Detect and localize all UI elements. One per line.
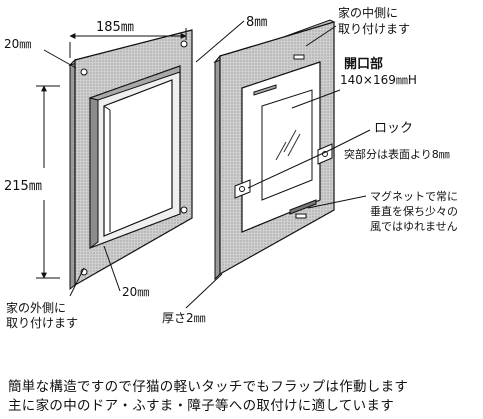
opening-size: 140×169㎜H [340,73,417,87]
magnet-line3: 風ではゆれません [370,220,458,233]
caption-line1: 簡単な構造ですので仔猫の軽いタッチでもフラップは作動します [8,379,409,395]
magnet-line1: マグネットで常に [370,189,458,203]
margin-top-label: 20㎜ [4,37,31,51]
inside-label-line2: 取り付けます [338,22,410,36]
depth-label: 8㎜ [246,15,267,30]
margin-bottom-label: 20㎜ [122,285,149,299]
width-label: 185㎜ [96,20,134,35]
dimension-lines [36,20,371,309]
magnet-line2: 垂直を保ち少々の [370,204,458,218]
left-lock [234,179,251,199]
lock-label: ロック [374,121,413,136]
inside-label-line1: 家の中側に [338,5,398,20]
outside-label-line2: 取り付けます [6,316,78,330]
height-label: 215㎜ [4,179,42,194]
outside-label-line1: 家の外側に [6,300,66,315]
protrusion-label: 突部分は表面より8㎜ [344,147,450,161]
inside-frame-panel [213,19,336,281]
opening-title: 開口部 [344,56,383,72]
outside-frame-panel [68,29,193,291]
caption-line2: 主に家の中のドア・ふすま・障子等への取付けに適しています [8,398,394,414]
thickness-label: 厚さ2㎜ [162,311,206,325]
right-lock [317,143,333,165]
